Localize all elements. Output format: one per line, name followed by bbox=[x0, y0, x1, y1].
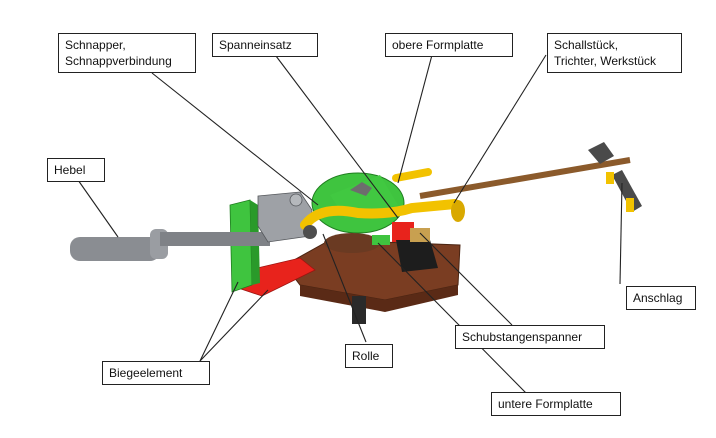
label-lever: Hebel bbox=[47, 158, 105, 182]
leader-bending-element-1 bbox=[199, 281, 239, 362]
label-snapper: Schnapper, Schnappverbindung bbox=[58, 33, 196, 73]
stop-handle bbox=[588, 142, 642, 212]
label-push-rod-clamp: Schubstangenspanner bbox=[455, 325, 605, 349]
leader-bell-piece bbox=[453, 54, 547, 204]
shaft bbox=[352, 296, 366, 324]
leader-upper-form-plate bbox=[397, 54, 433, 184]
label-lower-form-plate: untere Formplatte bbox=[491, 392, 621, 416]
leader-bending-element-2 bbox=[199, 289, 269, 362]
label-roller: Rolle bbox=[345, 344, 393, 368]
roller bbox=[303, 225, 317, 239]
leader-roller bbox=[322, 233, 367, 343]
label-bell-piece: Schallstück, Trichter, Werkstück bbox=[547, 33, 682, 73]
leader-lines bbox=[77, 54, 623, 394]
lever-handle bbox=[70, 229, 270, 261]
label-stop: Anschlag bbox=[626, 286, 696, 310]
leader-snapper bbox=[151, 72, 319, 206]
label-upper-form-plate: obere Formplatte bbox=[385, 33, 513, 57]
label-bending-element: Biegeelement bbox=[102, 361, 210, 385]
leader-lever bbox=[77, 179, 119, 238]
leader-push-rod-clamp bbox=[419, 232, 513, 326]
leader-lower-form-plate bbox=[377, 242, 527, 394]
label-clamp-insert: Spanneinsatz bbox=[212, 33, 318, 57]
leader-stop bbox=[619, 182, 623, 285]
push-rod bbox=[419, 157, 631, 199]
bell-piece bbox=[300, 168, 465, 230]
leader-clamp-insert bbox=[275, 55, 399, 219]
lower-form-plate bbox=[284, 239, 461, 324]
